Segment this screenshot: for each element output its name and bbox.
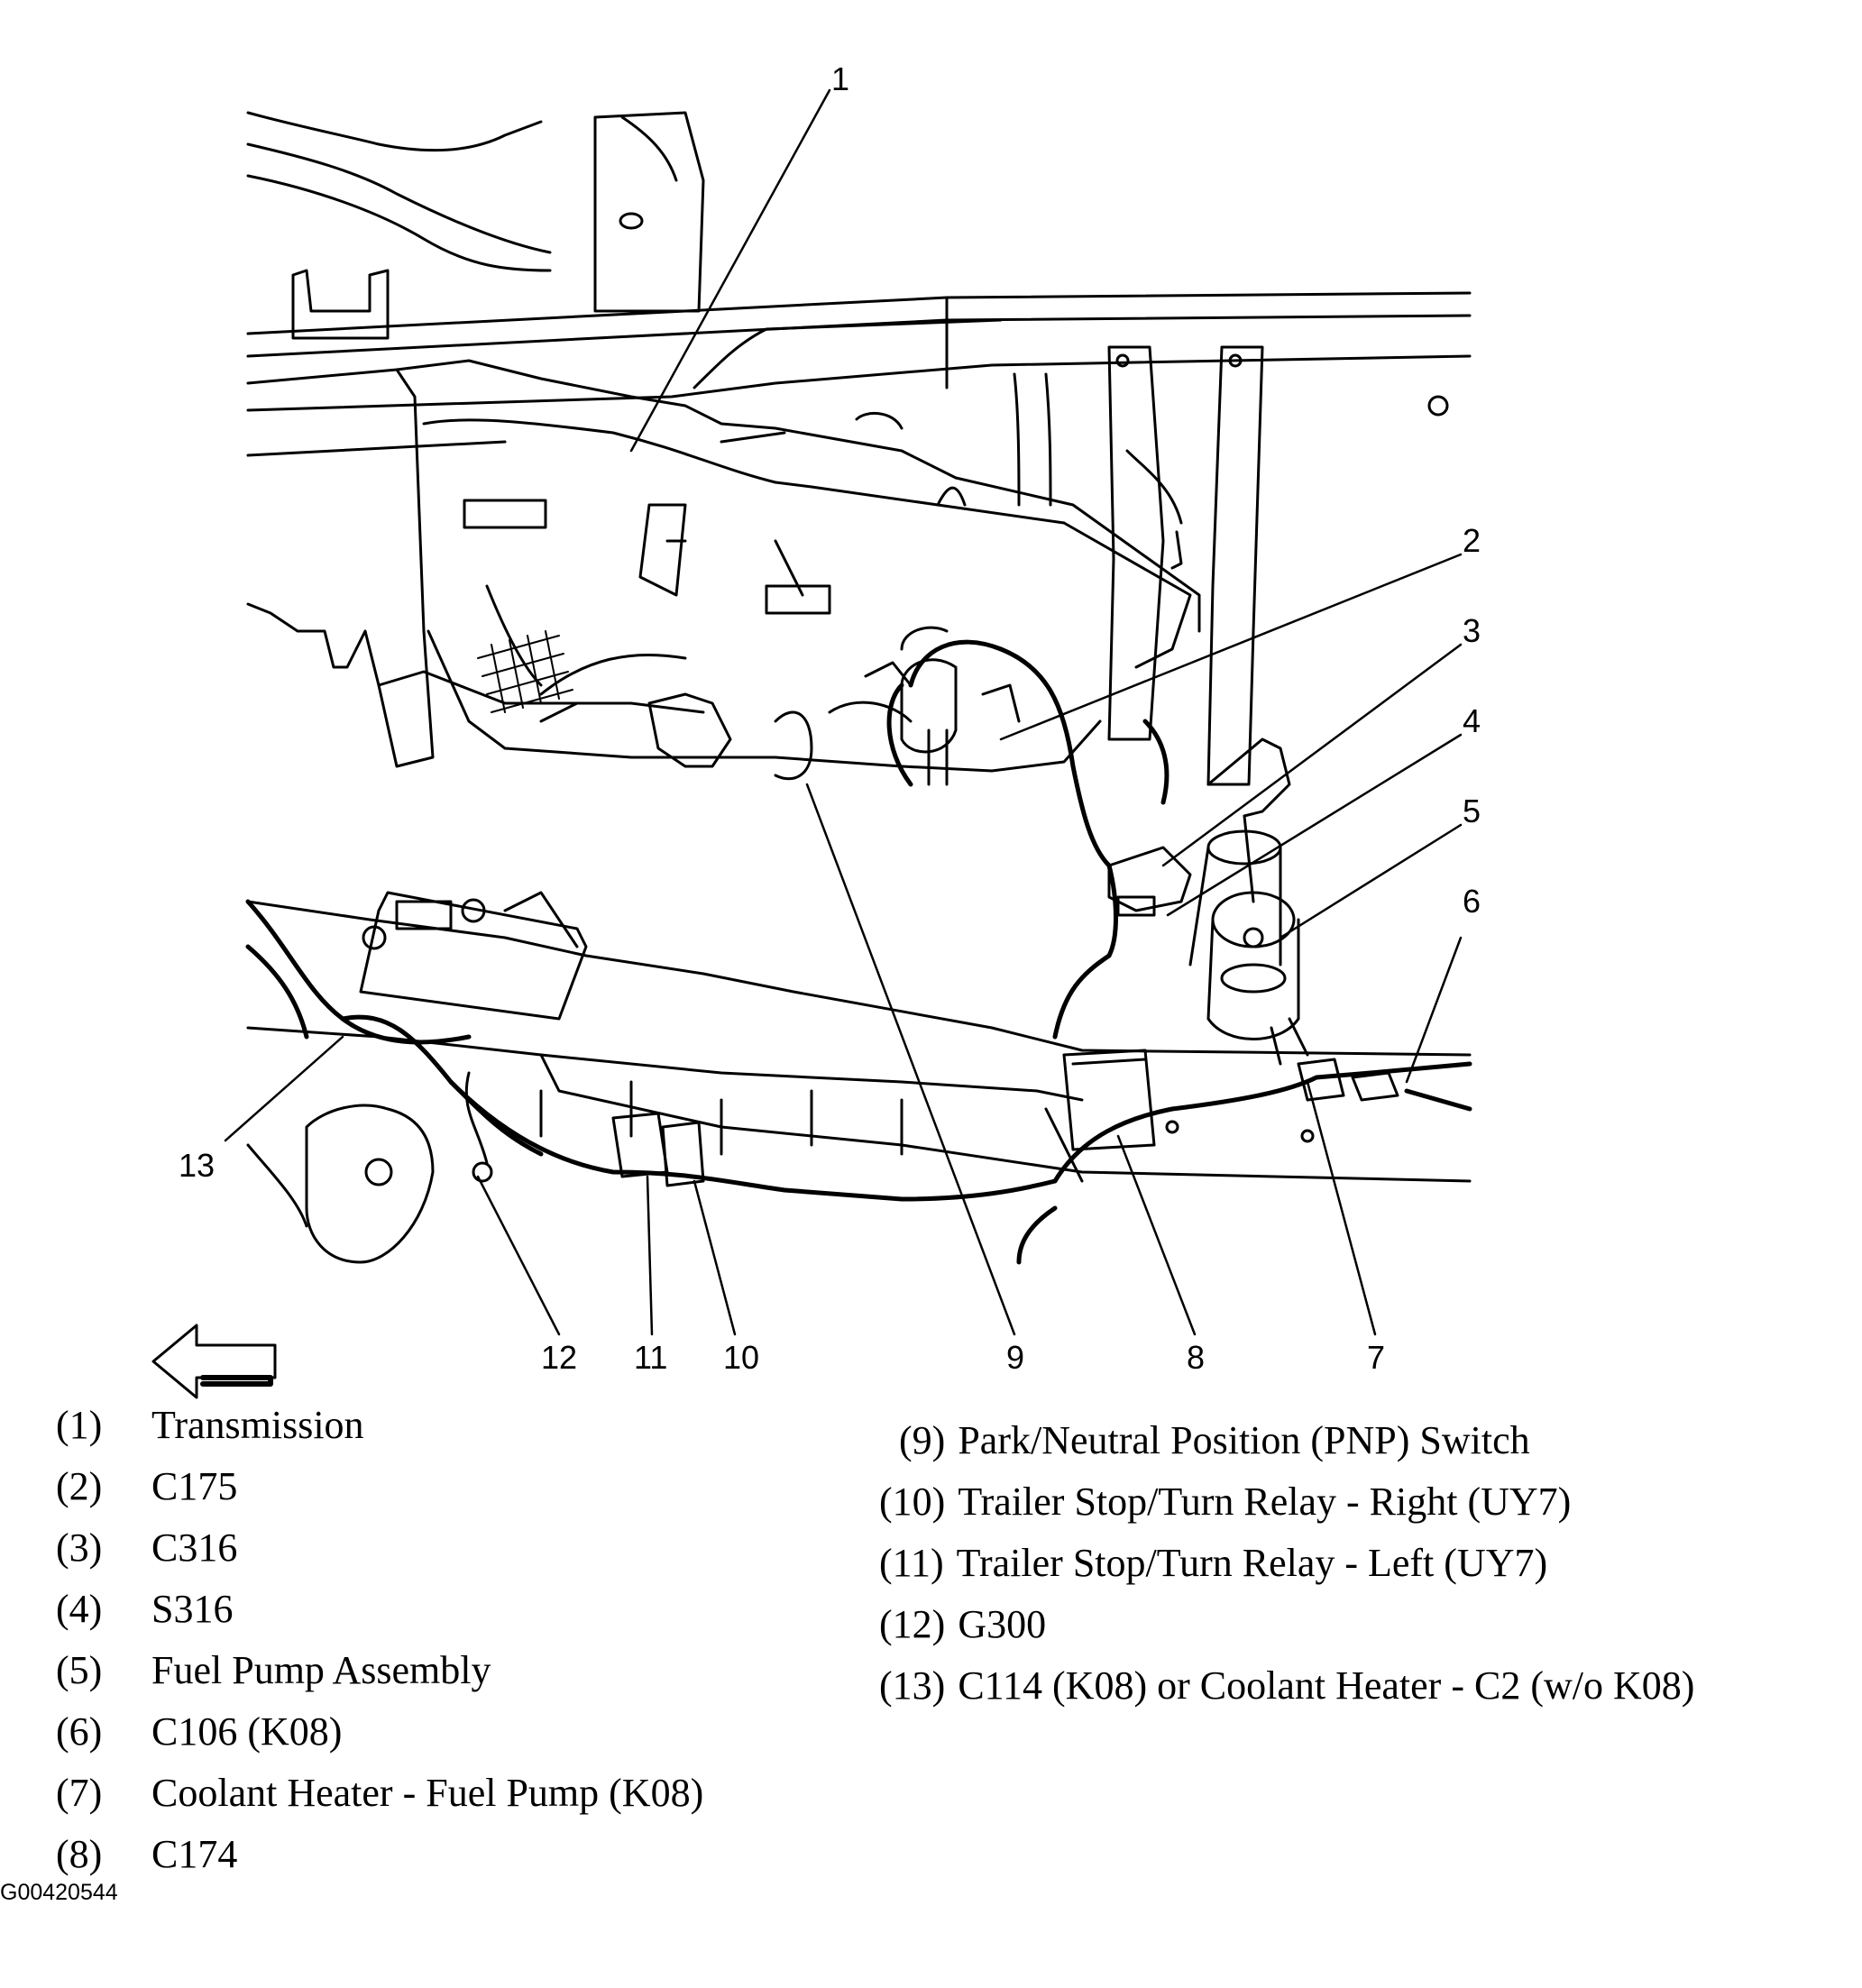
leader-4 xyxy=(1166,733,1463,917)
connector-c174 xyxy=(1062,1049,1156,1151)
transmission-housing xyxy=(246,359,1201,773)
legend-item: (6)C106 (K08) xyxy=(56,1709,343,1754)
legend-item: (1)Transmission xyxy=(56,1403,364,1447)
lower-frame-rail xyxy=(246,900,1472,1264)
leader-2 xyxy=(999,553,1463,741)
callout-9: 9 xyxy=(1006,1339,1024,1376)
callout-11: 11 xyxy=(634,1339,667,1376)
callout-2: 2 xyxy=(1463,522,1481,559)
legend-item: (2)C175 xyxy=(56,1464,238,1508)
legend-item: (9)Park/Neutral Position (PNP) Switch xyxy=(899,1418,1530,1462)
callout-13: 13 xyxy=(179,1147,215,1184)
lower-wiring-harness xyxy=(245,899,1472,1265)
valve-body xyxy=(647,626,1021,786)
leader-13 xyxy=(224,1035,344,1142)
oil-pan-hatch xyxy=(477,630,573,713)
callout-6: 6 xyxy=(1463,883,1481,920)
trailer-relays xyxy=(611,1112,705,1187)
legend-item: (11)Trailer Stop/Turn Relay - Left (UY7) xyxy=(879,1541,1548,1585)
connector-c316 xyxy=(1107,846,1192,917)
upper-frame xyxy=(246,111,1472,507)
callout-4: 4 xyxy=(1463,702,1481,739)
lower-module xyxy=(359,891,588,1021)
legend-item: (12)G300 xyxy=(879,1602,1047,1646)
ground-g300 xyxy=(464,1071,493,1183)
callout-10: 10 xyxy=(723,1339,759,1376)
legend-item: (4)S316 xyxy=(56,1587,234,1631)
leader-8 xyxy=(1116,1134,1197,1336)
leader-6 xyxy=(1405,936,1463,1084)
callout-7: 7 xyxy=(1367,1339,1385,1376)
leader-3 xyxy=(1161,643,1463,867)
left-arrow-icon xyxy=(151,1324,277,1399)
callout-5: 5 xyxy=(1463,792,1481,829)
leader-9 xyxy=(805,783,1016,1336)
legend-item: (13)C114 (K08) or Coolant Heater - C2 (w… xyxy=(879,1663,1695,1708)
connector-c106 xyxy=(1297,1058,1399,1102)
legend-item: (3)C316 xyxy=(56,1525,238,1570)
figure-id: G00420544 xyxy=(0,1880,118,1905)
leader-12 xyxy=(476,1175,561,1336)
leader-lines xyxy=(224,88,1463,1336)
leader-7 xyxy=(1306,1080,1377,1336)
leader-1 xyxy=(629,88,831,453)
callout-12: 12 xyxy=(541,1339,577,1376)
callout-3: 3 xyxy=(1463,612,1481,649)
callout-labels: 1 2 3 4 5 6 7 8 9 10 11 12 13 xyxy=(179,60,1481,1376)
legend-item: (7)Coolant Heater - Fuel Pump (K08) xyxy=(56,1771,704,1815)
leader-10 xyxy=(693,1179,737,1336)
legend-item: (10)Trailer Stop/Turn Relay - Right (UY7… xyxy=(879,1480,1572,1524)
crossmember xyxy=(1107,345,1264,786)
fuel-pump-assembly xyxy=(1188,737,1309,1066)
legend-item: (8)C174 xyxy=(56,1832,238,1876)
callout-8: 8 xyxy=(1187,1339,1205,1376)
callout-1: 1 xyxy=(831,60,849,97)
legend-item: (5)Fuel Pump Assembly xyxy=(56,1648,491,1692)
leader-5 xyxy=(1279,823,1463,939)
leader-11 xyxy=(646,1175,654,1336)
upper-wiring-harness xyxy=(886,639,1169,958)
